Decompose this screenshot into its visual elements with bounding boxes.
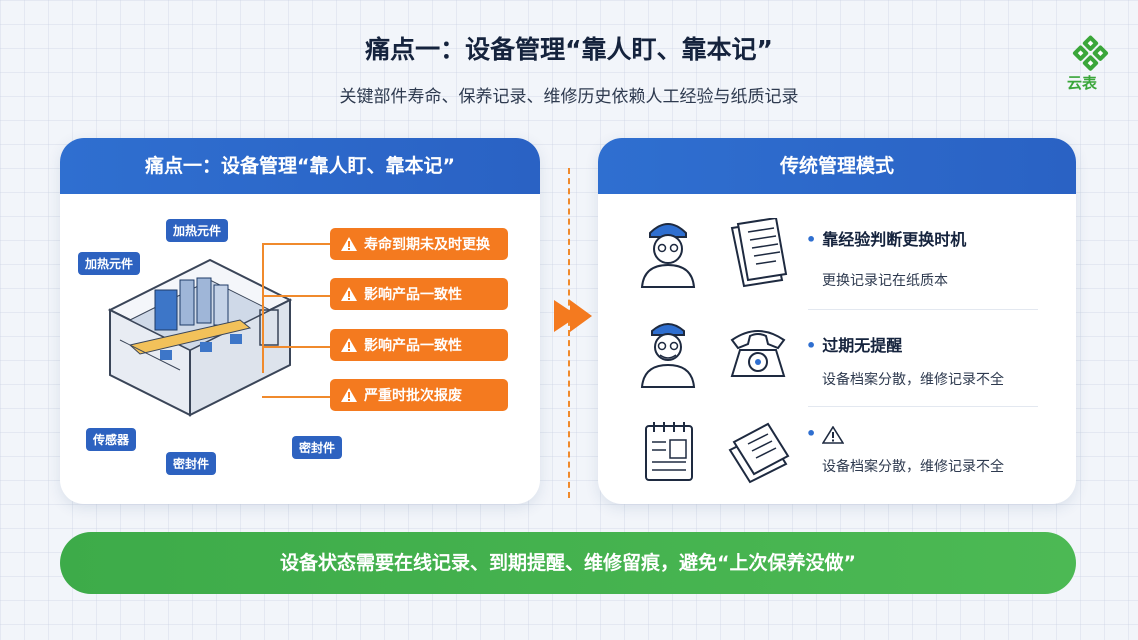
traditional-mode-title: 传统管理模式 [598,138,1076,194]
page-subtitle: 关键部件寿命、保养记录、维修历史依赖人工经验与纸质记录 [339,87,799,107]
equipment-illustration-icon [107,258,293,417]
warning-text: 影响产品一致性 [364,338,462,354]
telephone-icon [730,330,786,377]
leader-line [262,243,330,245]
page-title: 痛点一：设备管理“靠人盯、靠本记” [365,35,773,64]
component-tag-sensor: 传感器 [86,428,137,451]
bullet-icon: • [806,424,817,443]
brand-logo-icon [1072,35,1109,71]
bullet-icon: • [806,336,817,355]
warning-text: 严重时批次报废 [364,388,462,404]
arrow-right-icon [554,300,592,332]
item-title: •过期无提醒 [806,336,903,355]
row-separator [808,309,1038,310]
component-tag-heater-left: 加热元件 [78,252,141,275]
paper-document-icon [730,218,788,288]
leader-line [262,346,330,348]
leader-line [262,396,330,398]
leader-line [262,295,330,297]
warning-icon [341,388,357,402]
dashed-divider [568,168,570,498]
warning-box: 影响产品一致性 [330,329,508,361]
row-separator [808,406,1038,407]
warning-box: 寿命到期未及时更换 [330,228,508,260]
pain-point-panel-title: 痛点一：设备管理“靠人盯、靠本记” [60,138,540,194]
warning-text: 寿命到期未及时更换 [364,237,490,253]
elderly-worker-icon [640,323,696,388]
warning-icon [341,237,357,251]
item-desc: 设备档案分散，维修记录不全 [822,372,1004,388]
worker-icon [640,223,696,288]
item-title: •靠经验判断更换时机 [806,230,967,249]
item-desc: 更换记录记在纸质本 [822,273,948,289]
warning-icon [341,338,357,352]
component-tag-seal-bottom: 密封件 [166,452,217,475]
warning-outline-icon [822,426,844,444]
component-tag-seal-right: 密封件 [292,436,343,459]
brand-logo-text: 云表 [1066,74,1097,92]
conclusion-banner: 设备状态需要在线记录、到期提醒、维修留痕，避免“上次保养没做” [60,532,1076,594]
item-title: • [806,424,822,443]
component-tag-heater-top: 加热元件 [166,219,229,242]
item-desc: 设备档案分散，维修记录不全 [822,459,1004,475]
leader-line [262,243,264,373]
scattered-files-icon [728,422,790,484]
warning-icon [341,287,357,301]
bullet-icon: • [806,230,817,249]
warning-box: 严重时批次报废 [330,379,508,411]
warning-box: 影响产品一致性 [330,278,508,310]
warning-text: 影响产品一致性 [364,287,462,303]
calendar-icon [645,422,693,481]
